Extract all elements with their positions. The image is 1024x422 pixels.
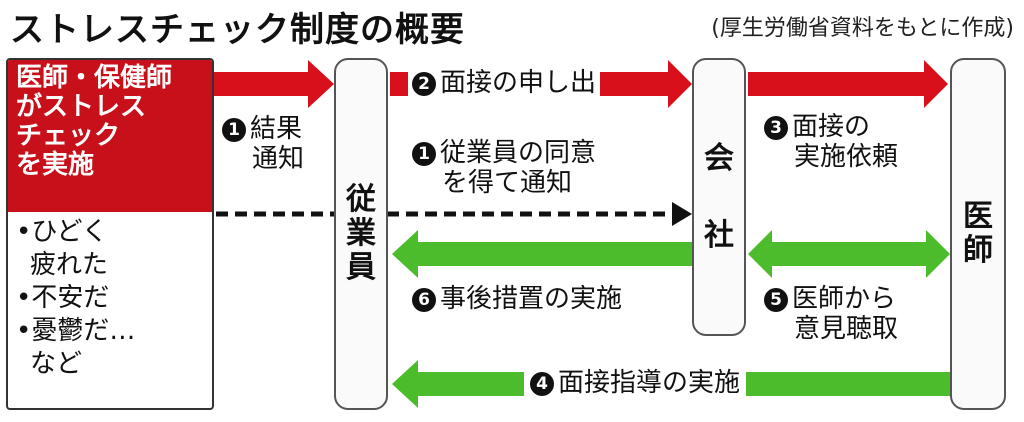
step-number: 2 <box>412 72 436 96</box>
label-line: 面接の申し出 <box>440 68 597 98</box>
step-number: 3 <box>764 116 788 140</box>
node-char: 医 <box>963 199 993 234</box>
arrow-post-measures <box>392 230 692 278</box>
symptom-line: など <box>30 349 83 379</box>
symptom-line: 疲れた <box>30 250 109 280</box>
label-line: 面接の <box>792 112 871 142</box>
arrow-result-notify <box>214 60 334 108</box>
diagram-title: ストレスチェック制度の概要 <box>10 10 465 50</box>
label-line: 結果 <box>250 114 303 144</box>
doctor-node: 医 師 <box>950 58 1006 410</box>
symptom-line: •ひどく <box>16 217 108 247</box>
label-line: を得て通知 <box>442 168 573 198</box>
header-line: チェック <box>16 121 121 151</box>
arrow-consent-notify-head <box>672 202 692 226</box>
label-line: 事後措置の実施 <box>440 284 623 314</box>
label-line: 従業員の同意 <box>440 138 597 168</box>
label-line: 通知 <box>252 144 305 174</box>
header-line: を実施 <box>16 150 95 180</box>
stress-check-header: 医師・保健師 がストレス チェック を実施 <box>8 60 212 212</box>
node-char: 員 <box>346 250 376 285</box>
header-line: がストレス <box>16 92 147 122</box>
symptom-line: •不安だ <box>16 283 110 313</box>
company-node: 会 社 <box>692 58 746 336</box>
step-number: 5 <box>764 288 788 312</box>
symptom-list: •ひどく 疲れた •不安だ •憂鬱だ… など <box>8 212 212 385</box>
node-char: 会 <box>704 140 734 176</box>
label-line: 意見聴取 <box>794 314 899 344</box>
step-number: 4 <box>530 372 554 396</box>
label-line: 面接指導の実施 <box>558 368 741 398</box>
step-number: 1 <box>412 142 436 166</box>
step-number: 6 <box>412 288 436 312</box>
label-line: 実施依頼 <box>794 142 899 172</box>
stress-check-box: 医師・保健師 がストレス チェック を実施 •ひどく 疲れた •不安だ •憂鬱だ… <box>6 58 214 410</box>
node-char: 従 <box>346 182 376 217</box>
symptom-line: •憂鬱だ… <box>16 316 136 346</box>
node-char: 社 <box>704 217 734 253</box>
arrow-interview-commission <box>748 60 948 108</box>
node-char: 師 <box>963 233 993 268</box>
step-number: 1 <box>222 118 246 142</box>
node-char: 業 <box>346 216 376 251</box>
arrow-doctor-opinion <box>748 230 950 278</box>
source-note: (厚生労働省資料をもとに作成) <box>711 16 1014 41</box>
label-line: 医師から <box>792 284 897 314</box>
header-line: 医師・保健師 <box>16 63 173 93</box>
employee-node: 従 業 員 <box>334 58 388 410</box>
